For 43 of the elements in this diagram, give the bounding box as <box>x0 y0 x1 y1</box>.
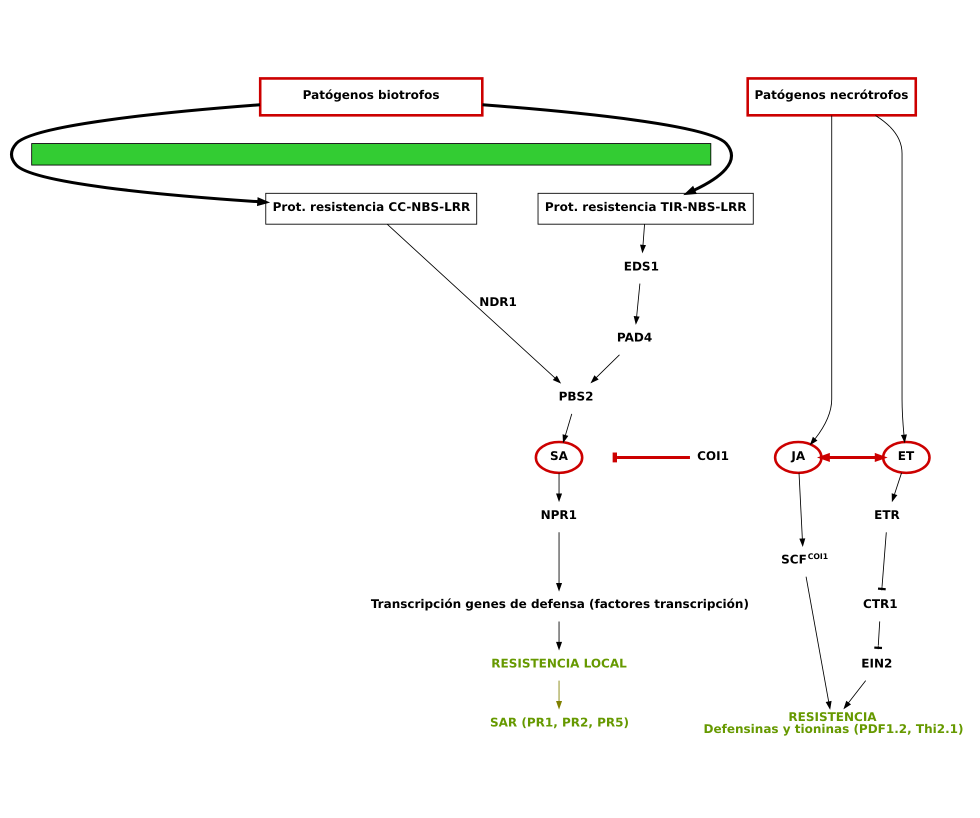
arrow <box>810 115 832 446</box>
node-text: COI1 <box>697 448 729 463</box>
node-ellipse: SA <box>534 440 584 474</box>
arrow <box>562 414 572 444</box>
arrow <box>556 621 562 650</box>
node-text: PAD4 <box>616 330 652 344</box>
node-text: EDS1 <box>624 259 659 274</box>
arrow <box>843 680 866 710</box>
node-box: Prot. resistencia CC-NBS-LRR <box>265 192 478 225</box>
arrow <box>892 472 902 502</box>
arrow <box>386 224 562 384</box>
node-box: Patógenos necrótrofos <box>746 77 918 117</box>
node-text: Transcripción genes de defensa (factores transcripción) <box>370 597 749 612</box>
node-box: Patógenos biotrofos <box>258 77 484 117</box>
node-ellipse: JA <box>774 440 823 474</box>
node-text: SAR (PR1, PR2, PR5) <box>490 715 629 730</box>
arrow <box>556 472 562 502</box>
arrow <box>875 115 907 444</box>
node-ellipse: ET <box>882 440 931 474</box>
connector <box>617 456 690 459</box>
connector <box>874 621 882 650</box>
node-text: SCF$^{COI1}$ <box>781 552 828 567</box>
arrow <box>816 452 888 462</box>
node-box: Prot. resistencia TIR-NBS-LRR <box>538 192 754 225</box>
arrow <box>10 103 270 206</box>
connector <box>878 532 887 591</box>
node-text: RESISTENCIA Defensinas y tioninas (PDF1.2, Thi2.1) <box>704 710 964 736</box>
node-text: ETR <box>874 508 900 522</box>
arrow <box>798 472 806 548</box>
arrow <box>482 103 733 196</box>
node-text: CTR1 <box>863 597 898 612</box>
arrow <box>634 283 640 325</box>
arrow <box>556 532 562 592</box>
edge-label: NDR1 <box>479 294 517 309</box>
node-bar <box>31 143 712 166</box>
node-text: NPR1 <box>540 508 578 522</box>
arrow <box>640 224 646 254</box>
node-text: RESISTENCIA LOCAL <box>491 656 627 670</box>
node-text: EIN2 <box>861 656 892 670</box>
arrow <box>590 354 620 384</box>
arrow <box>806 576 832 710</box>
node-text: PBS2 <box>558 390 594 404</box>
arrow <box>556 680 562 710</box>
